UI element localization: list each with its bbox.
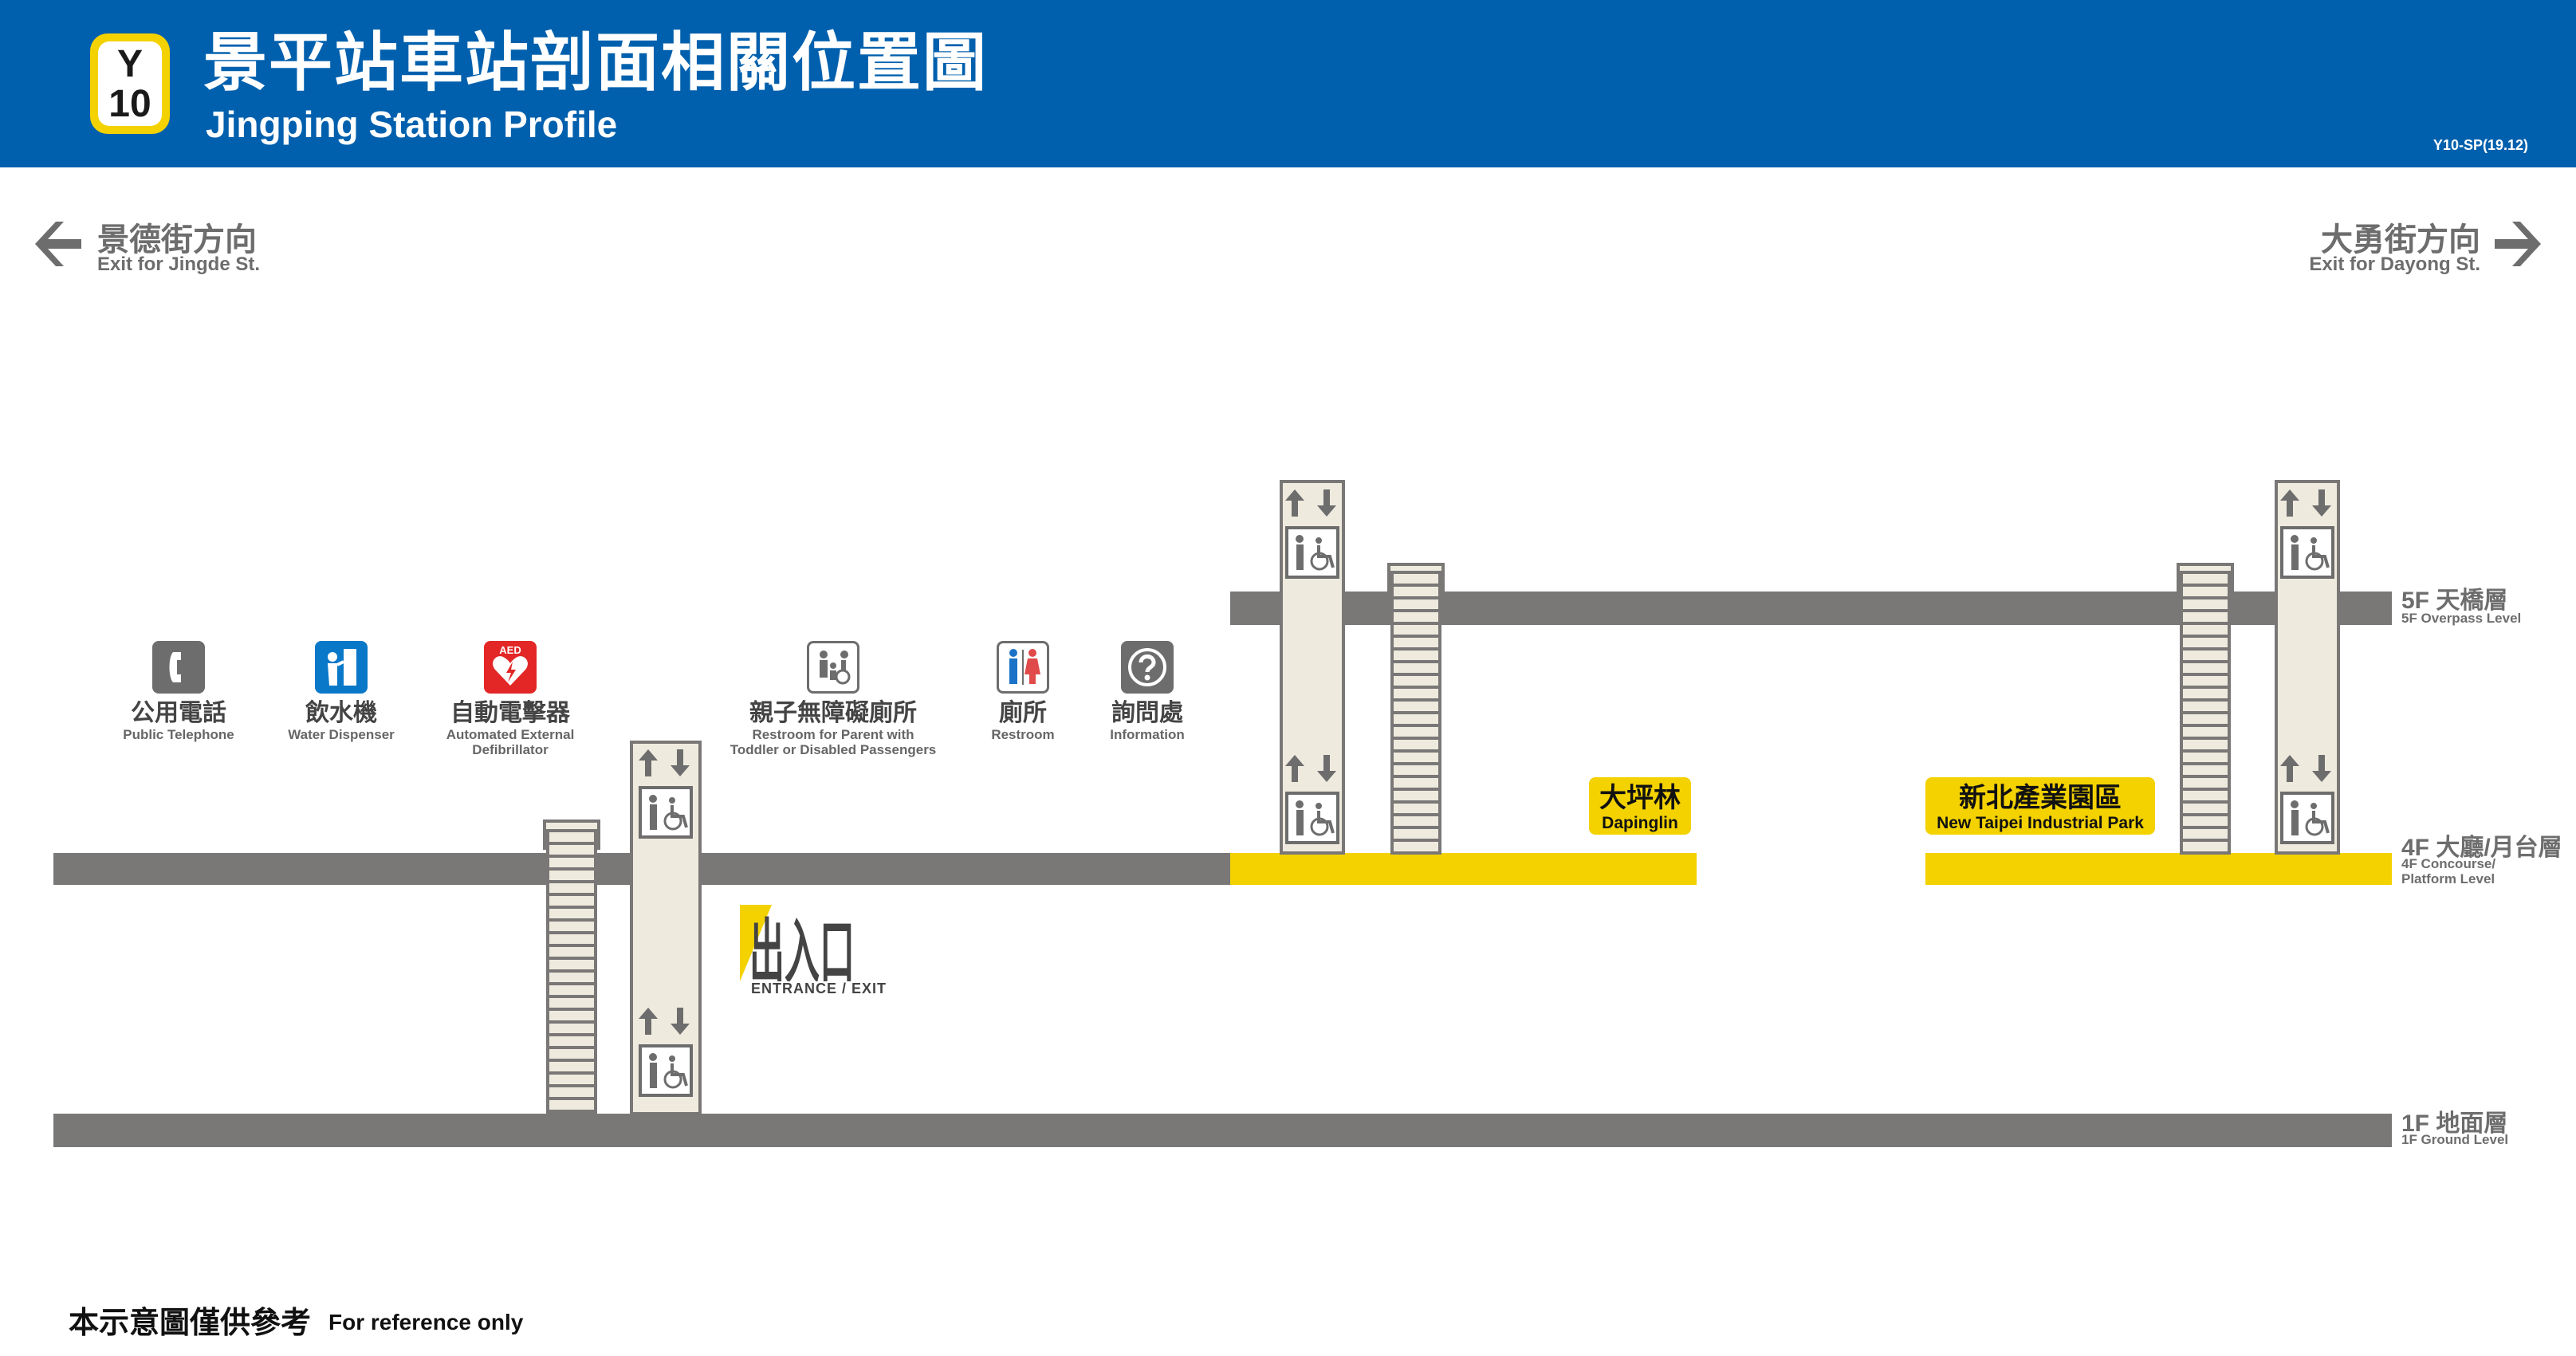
- page-title-zh: 景平站車站剖面相關位置圖: [203, 27, 988, 98]
- entrance-sign-icon: 出入口: [740, 905, 855, 981]
- floor-sublabel-1f: 1F Ground Level: [2401, 1132, 2509, 1147]
- elevator-up-down-icon: [2280, 755, 2334, 844]
- facility-label-zh: 公用電話: [131, 700, 226, 726]
- facility-label-en: Public Telephone: [123, 727, 234, 742]
- elevator-up-down-icon: [2280, 489, 2334, 579]
- document-code: Y10-SP(19.12): [2432, 137, 2528, 153]
- elevator-up-down-icon: [1285, 489, 1339, 579]
- station-number-badge: Y 10: [90, 33, 170, 134]
- escalator-4f-5f-west: [1390, 571, 1441, 855]
- facility-label-zh: 親子無障礙廁所: [749, 700, 917, 726]
- facility-public-telephone: 公用電話 Public Telephone: [91, 641, 266, 742]
- water-dispenser-icon: [315, 641, 368, 694]
- facility-label-en: Restroom for Parent with Toddler or Disa…: [730, 727, 937, 757]
- telephone-icon: [152, 641, 205, 694]
- platform-bar-industrial-park: [1925, 853, 2392, 885]
- station-label-dapinglin: 大坪林 Dapinglin: [1589, 777, 1691, 835]
- arrow-left-icon: [35, 222, 81, 266]
- floor-label-1f: 1F 地面層: [2401, 1110, 2508, 1137]
- arrow-right-icon: [2495, 222, 2541, 266]
- facility-water-dispenser: 飲水機 Water Dispenser: [254, 641, 429, 742]
- information-icon: [1121, 641, 1174, 694]
- entrance-label-en: ENTRANCE / EXIT: [751, 981, 887, 996]
- station-number: 10: [108, 83, 151, 125]
- facility-label-en: Information: [1110, 727, 1185, 742]
- elevator-up-down-icon: [639, 1008, 693, 1097]
- aed-icon: AED: [484, 641, 537, 694]
- facility-label-zh: 詢問處: [1111, 700, 1183, 726]
- restroom-icon: [997, 641, 1049, 694]
- elevator-up-down-icon: [1285, 755, 1339, 844]
- page-title-en: Jingping Station Profile: [206, 104, 618, 145]
- facility-label-en: Automated External Defibrillator: [446, 727, 575, 757]
- line-code: Y: [116, 43, 143, 85]
- direction-left-zh: 景德街方向: [97, 222, 257, 257]
- floor-bar-1f-ground: [53, 1114, 2392, 1147]
- facility-restroom: 廁所 Restroom: [935, 641, 1111, 742]
- escalator-1f-4f: [546, 829, 597, 1114]
- floor-label-4f: 4F 大廳/月台層: [2401, 835, 2562, 861]
- floor-sublabel-5f: 5F Overpass Level: [2401, 611, 2522, 626]
- direction-right-en: Exit for Dayong St.: [2309, 254, 2480, 275]
- facility-information: 詢問處 Information: [1060, 641, 1235, 742]
- facility-label-en: Water Dispenser: [288, 727, 395, 742]
- disclaimer-en: For reference only: [328, 1310, 524, 1334]
- facility-label-en: Restroom: [991, 727, 1055, 742]
- direction-left-en: Exit for Jingde St.: [97, 254, 261, 275]
- facility-label-zh: 自動電擊器: [450, 700, 570, 726]
- facility-aed: AED 自動電擊器 Automated External Defibrillat…: [423, 641, 598, 757]
- platform-bar-dapinglin: [1230, 853, 1697, 885]
- disclaimer-zh: 本示意圖僅供參考: [69, 1307, 312, 1340]
- family-accessible-restroom-icon: [807, 641, 859, 694]
- direction-right-zh: 大勇街方向: [2321, 222, 2480, 257]
- station-label-industrial-park: 新北產業園區 New Taipei Industrial Park: [1925, 777, 2155, 835]
- svg-text:出入口: 出入口: [749, 911, 855, 981]
- header-bar: Y 10 景平站車站剖面相關位置圖 Jingping Station Profi…: [0, 0, 2576, 167]
- floor-sublabel-4f: 4F Concourse/ Platform Level: [2401, 856, 2496, 886]
- facility-label-zh: 飲水機: [305, 700, 377, 726]
- floor-label-5f: 5F 天橋層: [2401, 588, 2508, 614]
- facility-label-zh: 廁所: [999, 700, 1047, 726]
- elevator-up-down-icon: [639, 749, 693, 839]
- facility-family-accessible-restroom: 親子無障礙廁所 Restroom for Parent with Toddler…: [714, 641, 953, 757]
- escalator-4f-5f-east: [2180, 571, 2231, 855]
